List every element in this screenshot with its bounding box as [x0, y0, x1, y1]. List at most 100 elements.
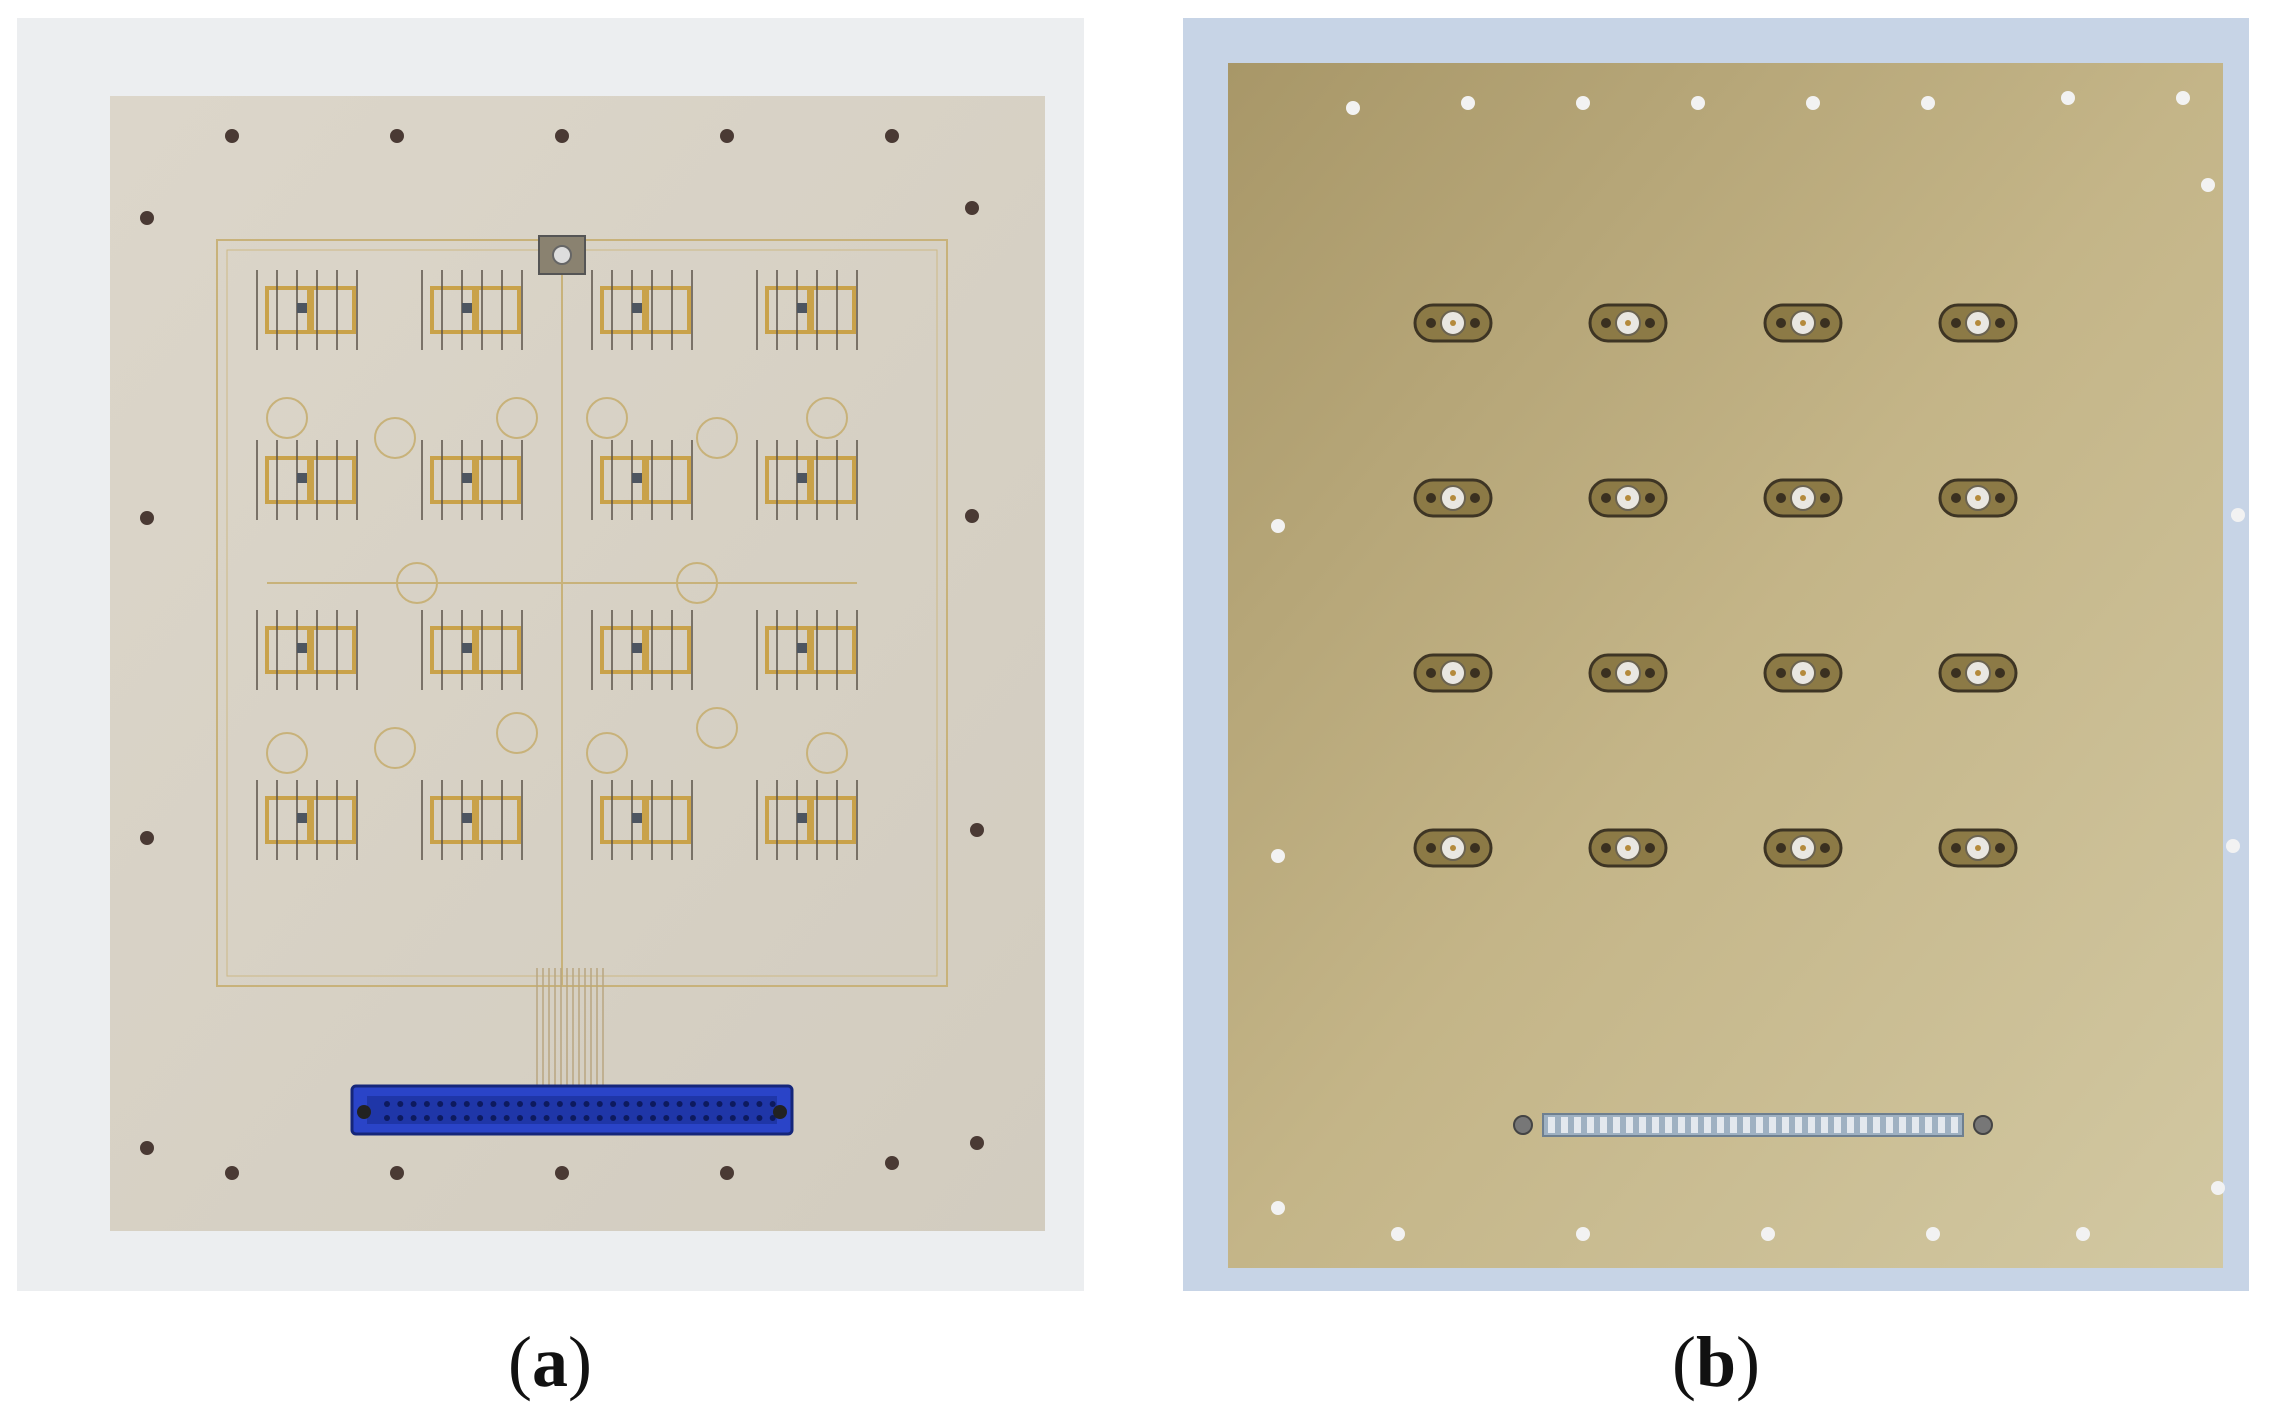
caption-label: b	[1695, 1322, 1737, 1402]
header-pin	[1938, 1117, 1945, 1133]
connector-pin	[437, 1101, 444, 1107]
antenna-patch	[310, 626, 356, 674]
flange-screw	[1601, 318, 1611, 328]
switch-chip	[797, 473, 807, 483]
mounting-hole	[1576, 96, 1590, 110]
connector-pin	[384, 1101, 390, 1107]
flange-screw	[1951, 843, 1961, 853]
connector-pin	[450, 1115, 457, 1121]
switch-chip	[797, 303, 807, 313]
flange-screw	[1645, 318, 1655, 328]
connector-pin	[570, 1101, 577, 1107]
header-pin	[1860, 1117, 1867, 1133]
connector-pin	[729, 1115, 736, 1121]
header-pin	[1717, 1117, 1724, 1133]
header-pin	[1756, 1117, 1763, 1133]
mounting-hole	[1391, 1227, 1405, 1241]
mounting-hole	[1271, 1201, 1285, 1215]
flange-screw	[1426, 668, 1436, 678]
mounting-hole	[2061, 91, 2075, 105]
mounting-hole	[390, 1166, 404, 1180]
connector-pin	[583, 1101, 590, 1107]
header-pin	[1743, 1117, 1750, 1133]
sma-pin	[1450, 845, 1456, 851]
mounting-hole	[2231, 508, 2245, 522]
flange-screw	[1645, 843, 1655, 853]
mounting-hole	[2211, 1181, 2225, 1195]
caption-label: a	[532, 1322, 568, 1402]
mounting-hole	[970, 1136, 984, 1150]
connector-pin	[743, 1115, 750, 1121]
antenna-patch	[765, 796, 811, 844]
flange-screw	[1776, 318, 1786, 328]
antenna-patch	[310, 456, 356, 504]
flange-screw	[1601, 668, 1611, 678]
flange-screw	[1776, 493, 1786, 503]
connector-pin	[556, 1115, 563, 1121]
sma-pin	[1800, 845, 1806, 851]
sma-pin	[1450, 670, 1456, 676]
antenna-patch	[475, 626, 521, 674]
connector-pin	[636, 1115, 643, 1121]
connector-pin	[384, 1115, 390, 1121]
switch-chip	[297, 303, 307, 313]
mounting-hole	[885, 129, 899, 143]
antenna-patch	[810, 796, 856, 844]
connector-pin	[490, 1115, 497, 1121]
wilkinson-divider	[696, 417, 738, 459]
connector-pin	[570, 1115, 577, 1121]
header-pin	[1873, 1117, 1880, 1133]
antenna-patch	[810, 286, 856, 334]
connector-pin	[410, 1101, 417, 1107]
antenna-patch	[265, 286, 311, 334]
control-traces	[536, 968, 604, 1086]
flange-screw	[1820, 493, 1830, 503]
flange-screw	[1645, 668, 1655, 678]
mounting-hole	[140, 831, 154, 845]
antenna-patch	[430, 626, 476, 674]
flange-screw	[1601, 493, 1611, 503]
header-pin	[1821, 1117, 1828, 1133]
connector-pin	[716, 1101, 723, 1107]
mounting-hole	[555, 1166, 569, 1180]
connector-pin	[769, 1101, 776, 1107]
caption-close-paren: )	[1736, 1322, 1760, 1402]
header-pin	[1587, 1117, 1594, 1133]
switch-chip	[297, 813, 307, 823]
antenna-patch	[645, 286, 691, 334]
sma-pin	[1800, 495, 1806, 501]
connector-pin	[636, 1101, 643, 1107]
mounting-hole	[1461, 96, 1475, 110]
flange-screw	[1426, 318, 1436, 328]
flange-screw	[1645, 493, 1655, 503]
antenna-patch	[810, 626, 856, 674]
mounting-hole	[1576, 1227, 1590, 1241]
flange-screw	[1601, 843, 1611, 853]
mounting-hole	[225, 1166, 239, 1180]
flange-screw	[1820, 318, 1830, 328]
mounting-hole	[555, 129, 569, 143]
connector-pin	[623, 1115, 630, 1121]
connector-pin	[423, 1115, 430, 1121]
sma-pin	[1800, 670, 1806, 676]
connector-pin	[743, 1101, 750, 1107]
connector-pin	[530, 1115, 537, 1121]
caption-open-paren: (	[1671, 1322, 1696, 1402]
connector-pin	[716, 1115, 723, 1121]
switch-chip	[632, 643, 642, 653]
antenna-patch-array	[256, 270, 858, 860]
header-pin	[1886, 1117, 1893, 1133]
header-pin	[1561, 1117, 1568, 1133]
flange-screw	[1951, 318, 1961, 328]
switch-chip	[462, 303, 472, 313]
header-pin	[1899, 1117, 1906, 1133]
mounting-hole	[720, 129, 734, 143]
connector-pin	[596, 1115, 603, 1121]
wilkinson-divider	[806, 397, 848, 439]
mounting-hole	[970, 823, 984, 837]
wilkinson-divider	[266, 397, 308, 439]
panel-b-photo	[1183, 18, 2249, 1291]
sma-pin	[1800, 320, 1806, 326]
connector-pin	[689, 1115, 696, 1121]
sma-pin	[1625, 320, 1631, 326]
